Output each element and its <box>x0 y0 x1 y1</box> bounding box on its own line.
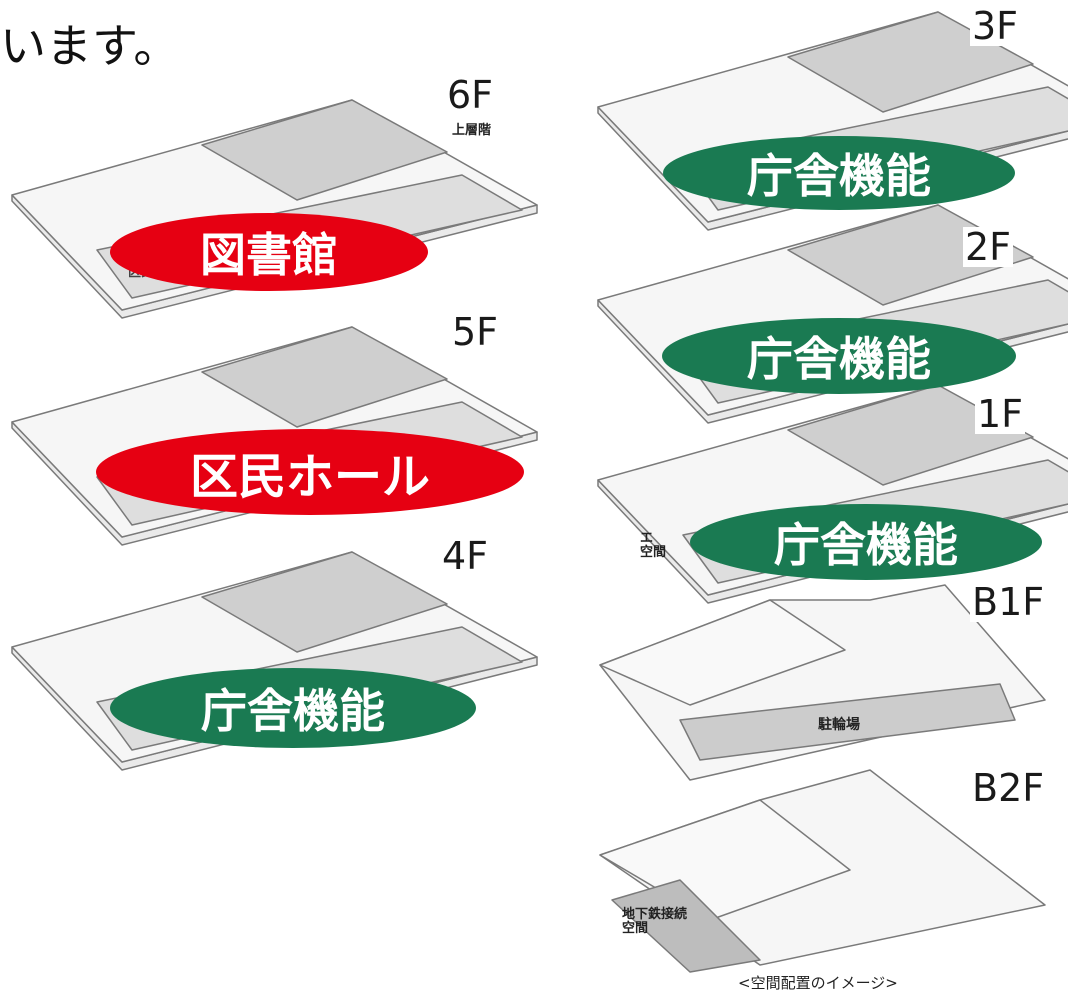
badge-office-3f: 庁舎機能 <box>663 136 1015 210</box>
plate-1f-block <box>787 384 1034 486</box>
floor-label-b1f: B1F <box>970 580 1047 624</box>
elevator-space-tag: エ 空間 <box>640 531 667 561</box>
floor-label-b2f: B2F <box>970 766 1047 810</box>
plate-4f-block <box>201 551 448 653</box>
plate-5f-block <box>201 326 448 428</box>
badge-library: 図書館 <box>110 213 428 291</box>
floor-label-6f: 6F <box>445 73 496 117</box>
plate-6f-block <box>201 99 448 201</box>
plate-b1f-parking <box>679 683 1016 761</box>
bicycle-parking-label: 駐輪場 <box>818 717 860 733</box>
floor-label-3f: 3F <box>970 4 1021 48</box>
floor-label-1f: 1F <box>975 392 1026 436</box>
floor-label-4f: 4F <box>440 534 491 578</box>
plate-b1f-room <box>599 599 846 706</box>
subway-connection-label: 地下鉄接続 空間 <box>622 907 688 937</box>
image-caption: <空間配置のイメージ> <box>738 974 898 992</box>
floor-label-5f: 5F <box>450 310 501 354</box>
badge-office-4f: 庁舎機能 <box>110 668 476 748</box>
badge-civic-hall: 区民ホール <box>96 429 524 515</box>
upper-floor-tag: 上層階 <box>452 123 492 138</box>
badge-office-1f: 庁舎機能 <box>690 504 1042 580</box>
intro-text: います。 <box>0 19 180 73</box>
plate-b2f-subway <box>611 879 761 973</box>
floor-label-2f: 2F <box>963 225 1014 269</box>
badge-office-2f: 庁舎機能 <box>662 318 1016 394</box>
